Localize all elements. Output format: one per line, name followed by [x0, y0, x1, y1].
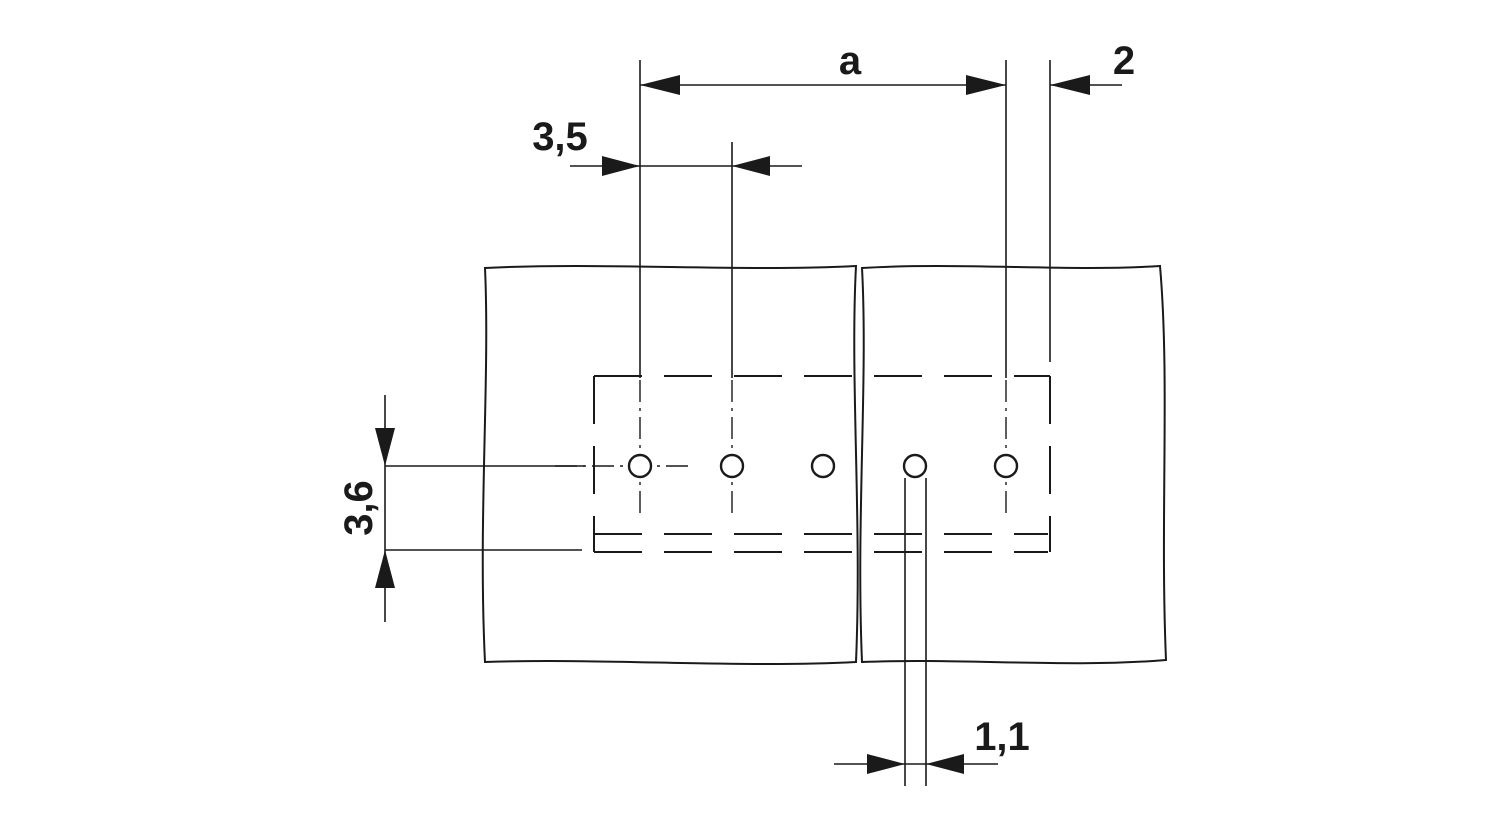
dimension-offset-label: 2 — [1113, 39, 1135, 83]
hole-centerlines — [555, 380, 1007, 516]
pcb-hole — [810, 453, 836, 479]
dimension-offset: 2 — [1050, 39, 1135, 95]
pcb-panel-right — [859, 264, 1168, 665]
dimension-row-offset-label: 3,6 — [337, 480, 381, 536]
connector-outline — [593, 375, 1051, 553]
extension-lines — [385, 60, 1051, 786]
pcb-hole — [719, 453, 745, 479]
dimension-pitch: 3,5 — [532, 115, 802, 176]
dimension-pitch-label: 3,5 — [532, 115, 588, 159]
dimension-a-label: a — [839, 39, 862, 83]
pcb-hole — [627, 453, 653, 479]
hole-row — [627, 453, 1019, 479]
dimension-hole-diameter-label: 1,1 — [974, 715, 1030, 759]
dimension-a: a — [640, 39, 1006, 95]
dimension-row-offset: 3,6 — [337, 395, 395, 622]
pcb-hole — [993, 453, 1019, 479]
pcb-hole — [902, 453, 928, 479]
dimension-hole-diameter: 1,1 — [834, 715, 1030, 774]
pcb-panel-left — [481, 264, 859, 665]
